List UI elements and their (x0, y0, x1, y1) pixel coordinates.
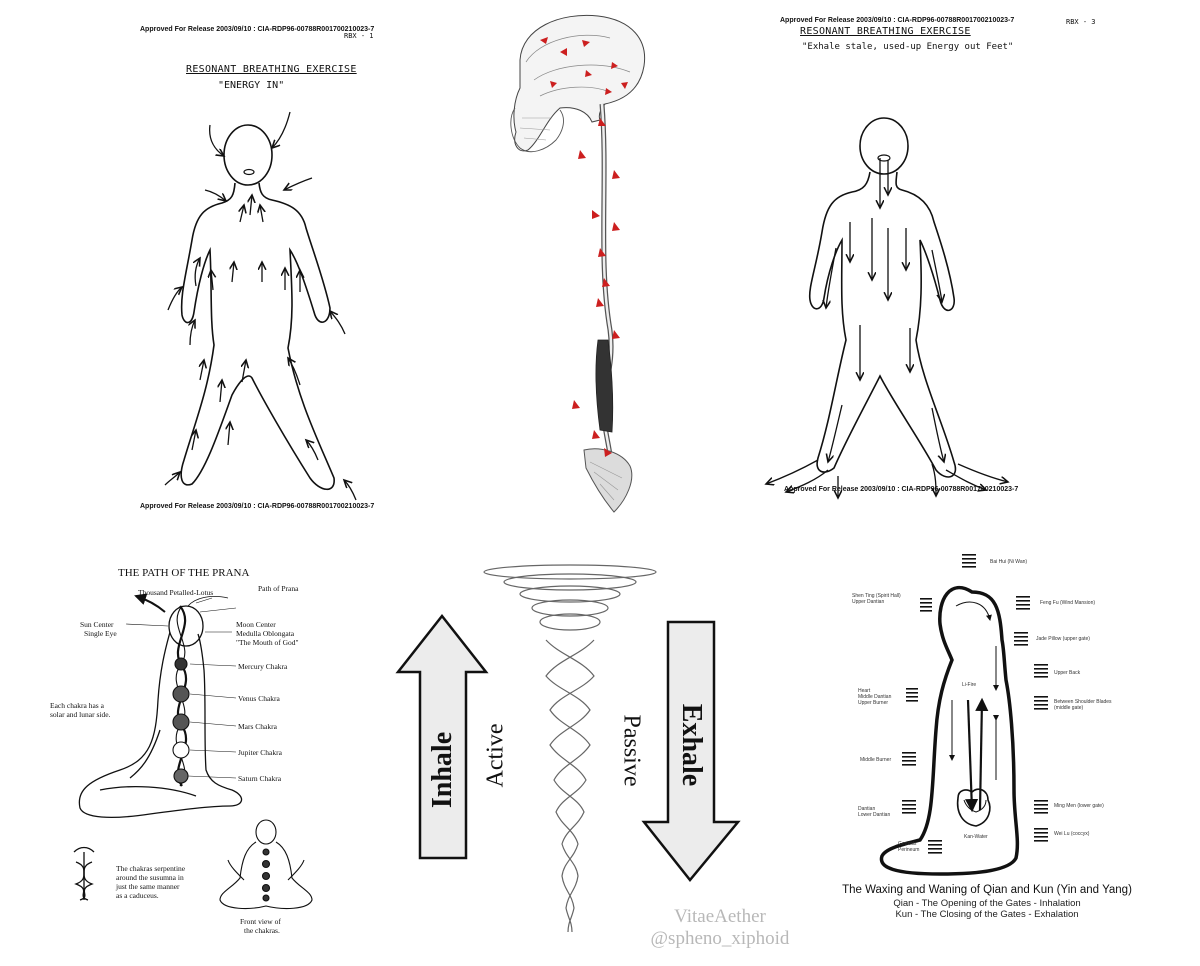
passive-label-box: Passive (612, 690, 650, 810)
cia-header-top-2: Approved For Release 2003/09/10 : CIA-RD… (780, 17, 1015, 24)
caduceus-icon (73, 846, 95, 901)
label-kan-water: Kan-Water (964, 834, 988, 840)
watermark-credit: VitaeAether @spheno_xiphoid (640, 906, 800, 950)
qiankun-figure (879, 585, 1020, 876)
label-dantian-2: Lower Dantian (858, 812, 891, 818)
label-between-shoulders-2: (middle gate) (1054, 705, 1084, 711)
label-heart-3: Upper Burner (858, 700, 889, 706)
label-moon-center: Moon Center (236, 620, 276, 629)
label-solar-lunar-2: solar and lunar side. (50, 710, 111, 719)
label-path-of-prana: Path of Prana (258, 584, 299, 593)
exhale-arrows (766, 158, 1008, 498)
label-bai-hui: Bai Hui (Ni Wan) (990, 559, 1028, 565)
cia-header-bottom: Approved For Release 2003/09/10 : CIA-RD… (140, 503, 375, 510)
brain-spine-illustration (510, 14, 646, 513)
active-label-box: Active (478, 700, 514, 810)
page-code: RBX - 1 (344, 32, 374, 40)
inhale-arrow (395, 613, 489, 860)
trigram-markers (902, 554, 1048, 854)
label-single-eye: Single Eye (84, 629, 117, 638)
label-middle-burner: Middle Burner (860, 757, 892, 763)
label-jupiter-chakra: Jupiter Chakra (238, 748, 282, 757)
label-heart-1: Heart (858, 688, 871, 694)
exhale-label-box: Exhale (670, 670, 712, 820)
exercise-subtitle: "ENERGY IN" (218, 80, 285, 91)
label-thousand-petalled-lotus: Thousand Petalled-Lotus (138, 588, 214, 597)
caption-title: The Waxing and Waning of Qian and Kun (Y… (842, 884, 1132, 896)
label-shen-ting-2: Upper Dantian (852, 599, 885, 605)
chakra-column (172, 605, 190, 787)
credit-name: VitaeAether (674, 906, 766, 927)
spiral-vortex (483, 564, 657, 933)
label-saturn-chakra: Saturn Chakra (238, 774, 282, 783)
label-dantian-1: Dantian (858, 806, 876, 812)
label-upper-back: Upper Back (1054, 670, 1081, 676)
exercise-title: RESONANT BREATHING EXERCISE (186, 64, 357, 75)
label-mouth-of-god: "The Mouth of God" (236, 638, 299, 647)
label-li-fire: Li-Fire (962, 682, 977, 688)
cia-header-bottom-2: Approved For Release 2003/09/10 : CIA-RD… (784, 486, 1019, 493)
exercise-title-2: RESONANT BREATHING EXERCISE (800, 26, 971, 37)
label-between-shoulders-1: Between Shoulder Blades (1054, 699, 1112, 705)
energy-in-arrows (164, 111, 357, 501)
prana-leader-lines (125, 597, 237, 779)
label-serpentine-3: just the same manner (116, 882, 180, 891)
front-view-figure (219, 819, 313, 910)
exhale-arrow (641, 620, 741, 882)
label-venus-chakra: Venus Chakra (238, 694, 280, 703)
prana-title: THE PATH OF THE PRANA (118, 567, 250, 579)
label-genitals-2: Perineum (898, 847, 920, 853)
label-serpentine-4: as a caduceus. (116, 891, 159, 900)
label-feng-fu: Feng Fu (Wind Mansion) (1040, 600, 1096, 606)
label-genitals-1: Genitals (898, 841, 917, 847)
exercise-subtitle-2: "Exhale stale, used-up Energy out Feet" (802, 42, 1014, 52)
page-code-2: RBX - 3 (1066, 18, 1096, 26)
qiankun-caption: The Waxing and Waning of Qian and Kun (Y… (832, 884, 1142, 920)
label-ming-men: Ming Men (lower gate) (1054, 803, 1104, 809)
label-front-view-2: the chakras. (244, 926, 280, 935)
label-shen-ting-1: Shen Ting (Spirit Hall) (852, 593, 901, 599)
label-serpentine-1: The chakras serpentine (116, 864, 186, 873)
label-sun-center: Sun Center (80, 620, 114, 629)
exhale-figure (808, 117, 957, 478)
caption-line-2: Kun - The Closing of the Gates - Exhalat… (895, 909, 1079, 920)
inhale-label: Inhale (427, 731, 458, 809)
label-wei-lu: Wei Lu (coccyx) (1054, 831, 1090, 837)
label-jade-pillow: Jade Pillow (upper gate) (1036, 636, 1090, 642)
credit-handle: @spheno_xiphoid (650, 928, 790, 949)
label-solar-lunar-1: Each chakra has a (50, 701, 104, 710)
label-mars-chakra: Mars Chakra (238, 722, 277, 731)
energy-in-figure (180, 124, 335, 491)
exhale-label: Exhale (676, 703, 707, 787)
label-serpentine-2: around the susumna in (116, 873, 184, 882)
meditating-figure (78, 593, 243, 818)
label-medulla: Medulla Oblongata (236, 629, 295, 638)
cia-header-top: Approved For Release 2003/09/10 : CIA-RD… (140, 26, 375, 33)
label-heart-2: Middle Dantian (858, 694, 892, 700)
active-label: Active (482, 723, 509, 787)
label-front-view-1: Front view of (240, 917, 281, 926)
passive-label: Passive (618, 714, 645, 786)
inhale-label-box: Inhale (422, 700, 464, 840)
caption-line-1: Qian - The Opening of the Gates - Inhala… (893, 898, 1081, 909)
label-mercury-chakra: Mercury Chakra (238, 662, 288, 671)
